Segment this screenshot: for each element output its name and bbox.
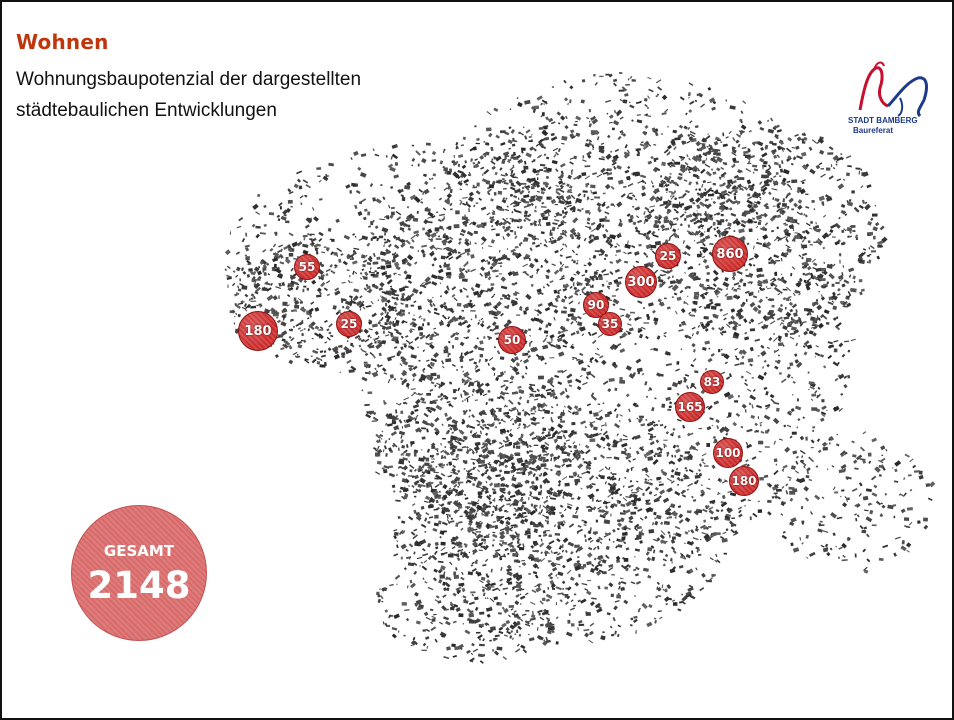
- potential-marker: 100: [713, 438, 743, 468]
- river: [240, 212, 776, 526]
- potential-marker: 860: [712, 236, 748, 272]
- potential-marker: 180: [238, 311, 278, 351]
- stadt-bamberg-logo: [858, 61, 928, 118]
- logo-city-name: STADT BAMBERG: [848, 116, 918, 125]
- potential-marker: 83: [700, 370, 724, 394]
- potential-marker: 50: [498, 326, 526, 354]
- potential-marker: 25: [336, 311, 362, 337]
- total-label: GESAMT: [103, 542, 175, 560]
- logo-department: Baureferat: [853, 126, 894, 135]
- potential-marker: 25: [655, 243, 681, 269]
- potential-marker: 165: [675, 392, 705, 422]
- potential-marker: 180: [729, 466, 759, 496]
- map-subtitle: Wohnungsbaupotenzial der dargestellten s…: [16, 69, 362, 121]
- total-circle: GESAMT 2148: [71, 505, 207, 641]
- section-title: Wohnen: [16, 30, 109, 54]
- total-value: 2148: [87, 564, 191, 607]
- potential-marker: 35: [598, 312, 622, 336]
- potential-marker: 300: [625, 266, 657, 298]
- potential-marker: 55: [294, 254, 320, 280]
- building-footprints: [224, 72, 936, 664]
